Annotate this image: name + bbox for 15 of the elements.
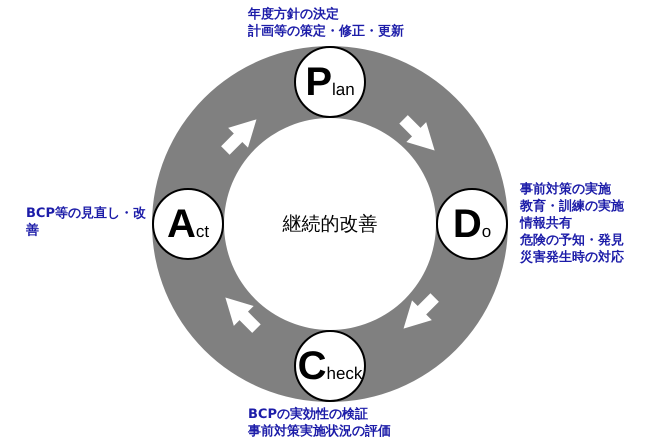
arrow	[221, 119, 256, 155]
phase-description: BCP等の見直し・改善	[26, 205, 147, 239]
phase-description: 情報共有	[520, 215, 573, 232]
phase-description: 災害発生時の対応	[520, 249, 624, 266]
phase-description: 教育・訓練の実施	[520, 198, 624, 215]
phase-description: BCPの実効性の検証	[248, 406, 369, 423]
phase-description: 事前対策実施状況の評価	[248, 423, 391, 440]
phase-description: 年度方針の決定	[248, 6, 340, 23]
phase-description: 危険の予知・発見	[520, 232, 624, 249]
arrow	[225, 298, 261, 333]
phase-description: 事前対策の実施	[520, 181, 612, 198]
center-label: 継続的改善	[282, 212, 378, 237]
arrow	[399, 115, 435, 150]
phase-description: 計画等の策定・修正・更新	[248, 23, 404, 40]
arrow	[404, 293, 439, 329]
